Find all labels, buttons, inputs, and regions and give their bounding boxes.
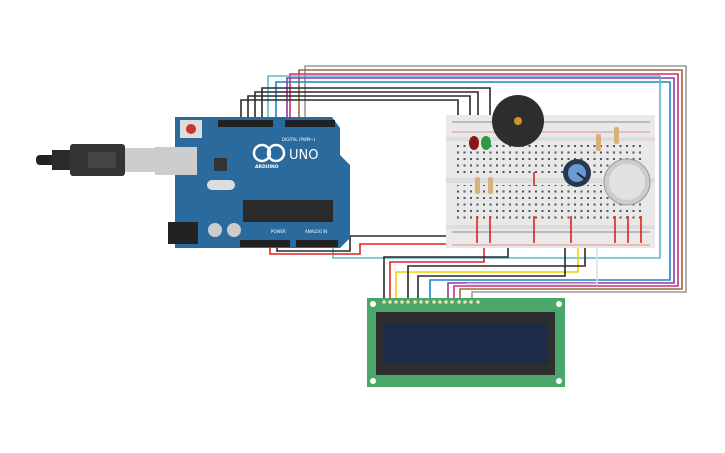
resistor[interactable] <box>614 127 619 144</box>
gas-sensor-mesh <box>609 164 645 200</box>
breadboard-jumpers <box>476 172 642 243</box>
wire-black-lcd2[interactable] <box>417 236 566 300</box>
lcd-pins <box>382 300 480 304</box>
power-jack <box>168 222 198 244</box>
digital-header-2 <box>285 120 335 127</box>
digital-label: DIGITAL (PWM~) <box>282 137 316 142</box>
wire-black-4[interactable] <box>240 99 459 122</box>
reset-button[interactable] <box>186 124 196 134</box>
resistor[interactable] <box>488 177 493 194</box>
usb-chip <box>214 158 227 171</box>
buzzer-center <box>514 117 522 125</box>
resistor[interactable] <box>596 134 601 151</box>
arduino-uno[interactable]: UNO ARDUINO DIGITAL (PWM~) POWER ANALOG … <box>155 117 350 248</box>
power-header <box>240 240 290 247</box>
resistors <box>475 127 619 194</box>
wire-red-5v[interactable] <box>269 242 446 255</box>
resistor[interactable] <box>475 177 480 194</box>
usb-port <box>155 147 197 175</box>
crystal <box>207 180 235 190</box>
green-led[interactable] <box>481 136 491 150</box>
power-label: POWER <box>271 229 286 234</box>
analog-header <box>296 240 338 247</box>
lcd-16x2[interactable] <box>367 298 565 387</box>
usb-cable <box>36 144 160 176</box>
microcontroller-chip <box>243 200 333 222</box>
wire-black-1[interactable] <box>261 87 491 132</box>
capacitor <box>208 223 222 237</box>
wire-red-lcd[interactable] <box>389 244 485 300</box>
wire-purple[interactable] <box>286 77 675 300</box>
arduino-logo <box>252 143 272 163</box>
knob-indicator <box>576 172 586 180</box>
arduino-label: ARDUINO <box>255 164 279 170</box>
red-led[interactable] <box>469 136 479 150</box>
capacitor <box>227 223 241 237</box>
lcd-screen <box>383 323 548 364</box>
wire-cyan[interactable] <box>267 75 661 259</box>
uno-label: UNO <box>289 148 318 163</box>
analog-label: ANALOG IN <box>305 229 327 234</box>
arduino-logo <box>266 143 286 163</box>
digital-header-1 <box>218 120 273 127</box>
